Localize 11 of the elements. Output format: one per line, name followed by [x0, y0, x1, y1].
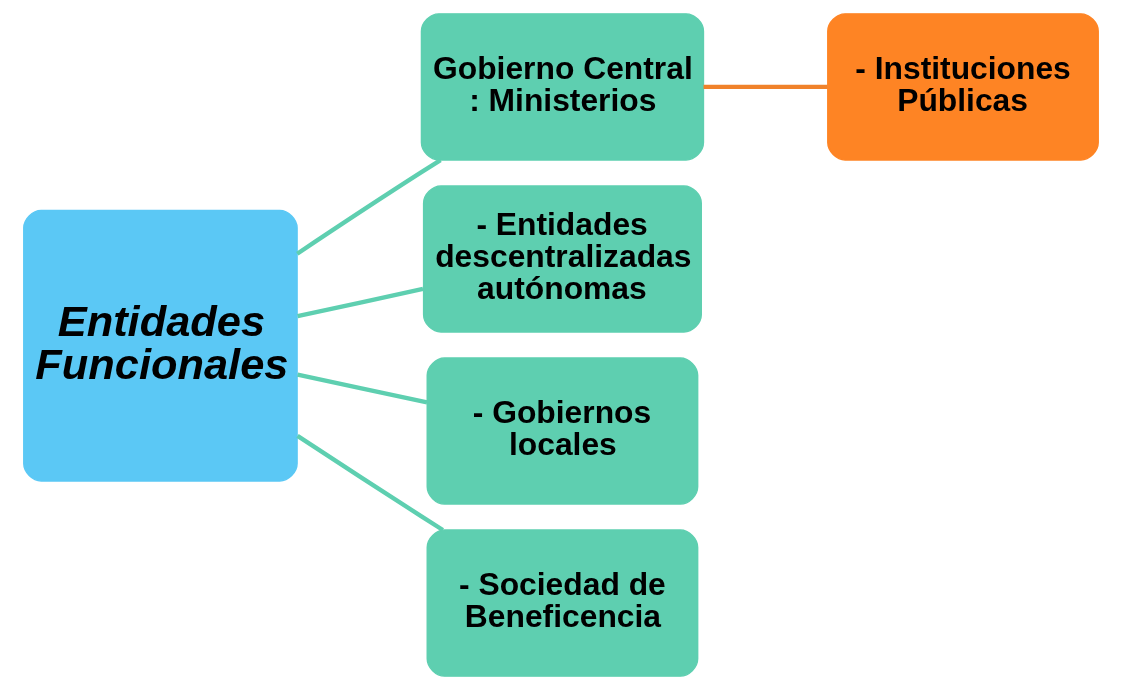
connector: [295, 434, 444, 532]
node-box: - Instituciones Públicas: [826, 13, 1099, 161]
node-box: - Gobiernos locales: [426, 357, 698, 505]
connector: [703, 84, 828, 90]
node-box: - Entidades descentralizadas autónomas: [422, 185, 702, 333]
connector: [295, 158, 442, 256]
connector: [296, 286, 423, 319]
node-box: - Sociedad de Beneficencia: [426, 529, 698, 677]
node-box: Entidades Funcionales: [22, 209, 298, 482]
connector: [296, 372, 427, 405]
node-box: Gobierno Central : Ministerios: [420, 13, 704, 161]
